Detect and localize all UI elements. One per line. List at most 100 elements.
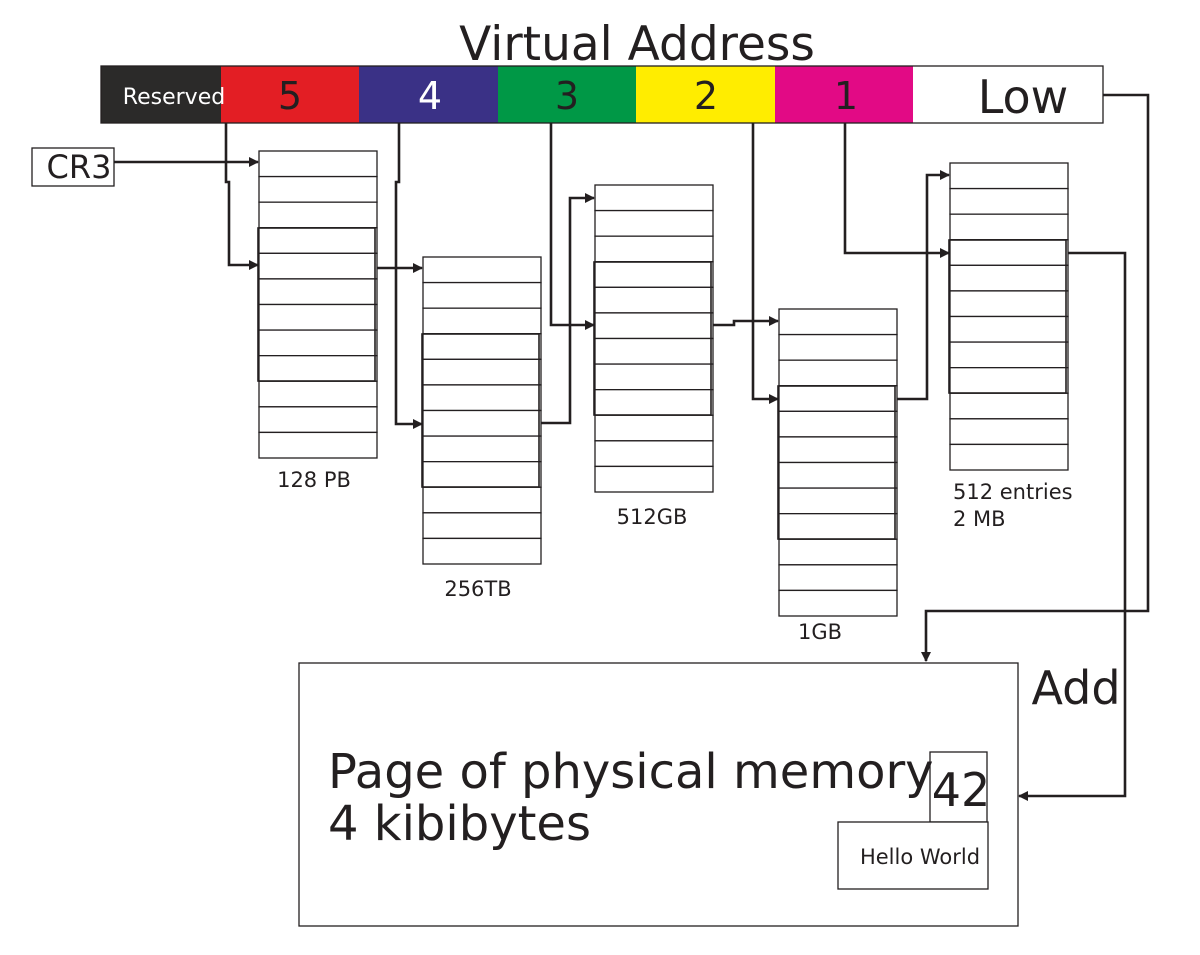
- address-field-level-4: [359, 66, 498, 123]
- table-entry: [949, 392, 1069, 420]
- table-entry: [422, 512, 542, 540]
- table-entry: [949, 239, 1069, 266]
- add-label: Add: [1031, 661, 1120, 715]
- table-entry: [258, 227, 378, 254]
- table-caption-1gb: 1GB: [798, 620, 842, 644]
- page-table-level-1: [948, 162, 1069, 471]
- table-entry: [422, 307, 542, 335]
- table-entry-group: [948, 239, 1067, 394]
- table-caption-512gb: 512GB: [617, 505, 688, 529]
- page-table-level-5: [257, 150, 378, 459]
- page-table-level-3: [593, 184, 714, 493]
- arrow-level4-to-level3: [541, 193, 595, 425]
- address-field-level-5: [221, 66, 359, 123]
- hello-world-text: Hello World: [860, 845, 980, 869]
- table-entry: [778, 538, 898, 566]
- table-entry: [594, 312, 714, 340]
- table-entry: [594, 184, 714, 212]
- table-entry: [258, 252, 378, 280]
- arrow-level2-to-level1: [897, 170, 950, 401]
- table-entry-group: [593, 261, 712, 416]
- table-entry: [594, 363, 714, 391]
- arrow-low-to-page: [921, 93, 1150, 662]
- address-field-reserved: [101, 66, 221, 123]
- table-entry: [949, 418, 1069, 446]
- table-entry: [422, 537, 542, 565]
- table-entry: [258, 329, 378, 357]
- table-entry: [594, 286, 714, 314]
- table-entry-group: [421, 333, 540, 488]
- table-entry: [594, 209, 714, 237]
- address-field-level-2: [636, 66, 775, 123]
- table-entry: [422, 358, 542, 386]
- arrow-index3-to-entry: [549, 123, 595, 330]
- table-entry: [258, 406, 378, 434]
- table-entry: [778, 564, 898, 592]
- table-entry: [778, 308, 898, 336]
- table-entry: [258, 150, 378, 178]
- table-entry: [778, 487, 898, 515]
- table-caption-256tb: 256TB: [444, 577, 511, 601]
- table-entry: [778, 333, 898, 361]
- cr3-box: [31, 147, 115, 187]
- address-field-level-1-label: 1: [834, 74, 858, 118]
- address-field-level-5-label: 5: [278, 74, 302, 118]
- connections: [114, 93, 1150, 801]
- arrow-level3-to-level2: [713, 316, 779, 327]
- table-entry: [422, 333, 542, 360]
- arrow-level1-to-offset: [1018, 251, 1127, 801]
- arrow-index1-to-entry: [843, 123, 950, 258]
- table-entry: [258, 175, 378, 203]
- table-entry: [778, 589, 898, 617]
- table-entry: [422, 384, 542, 412]
- cr3-label: CR3: [47, 148, 112, 186]
- table-entry: [778, 359, 898, 387]
- arrow-index4-to-entry: [394, 123, 423, 429]
- table-entry: [949, 162, 1069, 190]
- table-caption-128pb: 128 PB: [277, 468, 351, 492]
- table-entry: [949, 315, 1069, 343]
- table-caption-2mb: 2 MB: [953, 507, 1006, 531]
- page-table-level-2: [777, 308, 898, 617]
- table-caption-512-entries: 512 entries: [953, 480, 1073, 504]
- table-entry: [949, 187, 1069, 215]
- table-entry: [594, 261, 714, 288]
- table-entry: [594, 389, 714, 416]
- table-entry: [949, 443, 1069, 471]
- hello-world-box: [837, 821, 989, 890]
- table-entry: [949, 264, 1069, 292]
- address-field-level-2-label: 2: [694, 74, 718, 118]
- table-entry: [778, 385, 898, 412]
- table-entry: [778, 410, 898, 438]
- table-entry: [422, 256, 542, 284]
- table-entry: [778, 513, 898, 540]
- table-entry: [594, 337, 714, 365]
- table-entry: [422, 461, 542, 488]
- physical-page-size: 4 kibibytes: [328, 796, 591, 852]
- table-entry-group: [257, 227, 376, 382]
- table-entry: [258, 278, 378, 306]
- table-entry: [949, 290, 1069, 318]
- table-entry: [594, 465, 714, 493]
- table-entry: [258, 201, 378, 229]
- address-field-level-4-label: 4: [418, 74, 442, 118]
- table-entry: [778, 461, 898, 489]
- table-entry: [949, 367, 1069, 394]
- table-entry: [422, 409, 542, 437]
- page-table-level-4: [421, 256, 542, 565]
- table-entry: [422, 281, 542, 309]
- table-entry: [778, 436, 898, 464]
- physical-value: 42: [932, 763, 991, 817]
- table-entry-group: [777, 385, 896, 540]
- virtual-address-bar: Reserved 5 4 3 2 1 Low: [100, 65, 1104, 124]
- diagram-title: Virtual Address: [459, 17, 815, 72]
- address-field-low: [913, 66, 1103, 123]
- table-entry: [422, 486, 542, 514]
- table-entry: [594, 414, 714, 442]
- arrow-index2-to-entry: [751, 123, 779, 404]
- physical-page-title: Page of physical memory: [328, 744, 934, 800]
- address-field-level-1: [775, 66, 913, 123]
- arrow-index5-to-entry: [224, 123, 259, 270]
- table-entry: [258, 355, 378, 382]
